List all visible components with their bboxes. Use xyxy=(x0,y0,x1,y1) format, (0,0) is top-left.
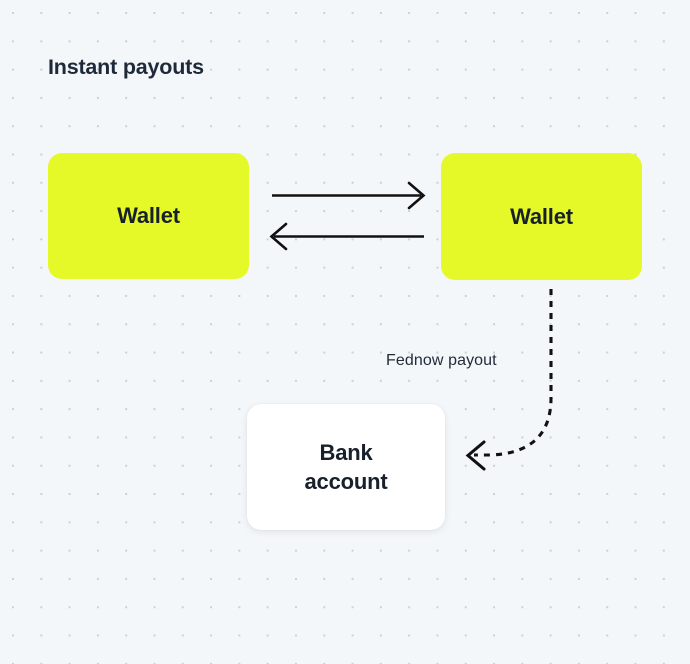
arrowhead-left-icon xyxy=(269,222,288,251)
node-bank-account-label: Bank account xyxy=(281,438,411,496)
edge-wallet-left-to-wallet-right xyxy=(272,181,426,210)
edge-wallet-right-to-wallet-left xyxy=(269,222,424,251)
arrowhead-left-icon xyxy=(465,440,486,471)
page-title: Instant payouts xyxy=(48,55,204,79)
node-wallet-right[interactable]: Wallet xyxy=(441,153,642,280)
node-bank-account-label-line-2: account xyxy=(304,469,388,494)
node-bank-account-label-line-1: Bank xyxy=(319,439,373,465)
edge-wallet-right-to-bank-account xyxy=(465,289,553,471)
node-bank-account[interactable]: Bank account xyxy=(247,404,445,530)
node-wallet-left-label: Wallet xyxy=(117,203,180,229)
edge-dashed-path xyxy=(474,289,553,457)
node-wallet-right-label: Wallet xyxy=(510,203,573,229)
edge-label-fednow-payout: Fednow payout xyxy=(386,352,497,369)
arrowhead-right-icon xyxy=(407,181,426,210)
node-wallet-left[interactable]: Wallet xyxy=(48,153,249,279)
